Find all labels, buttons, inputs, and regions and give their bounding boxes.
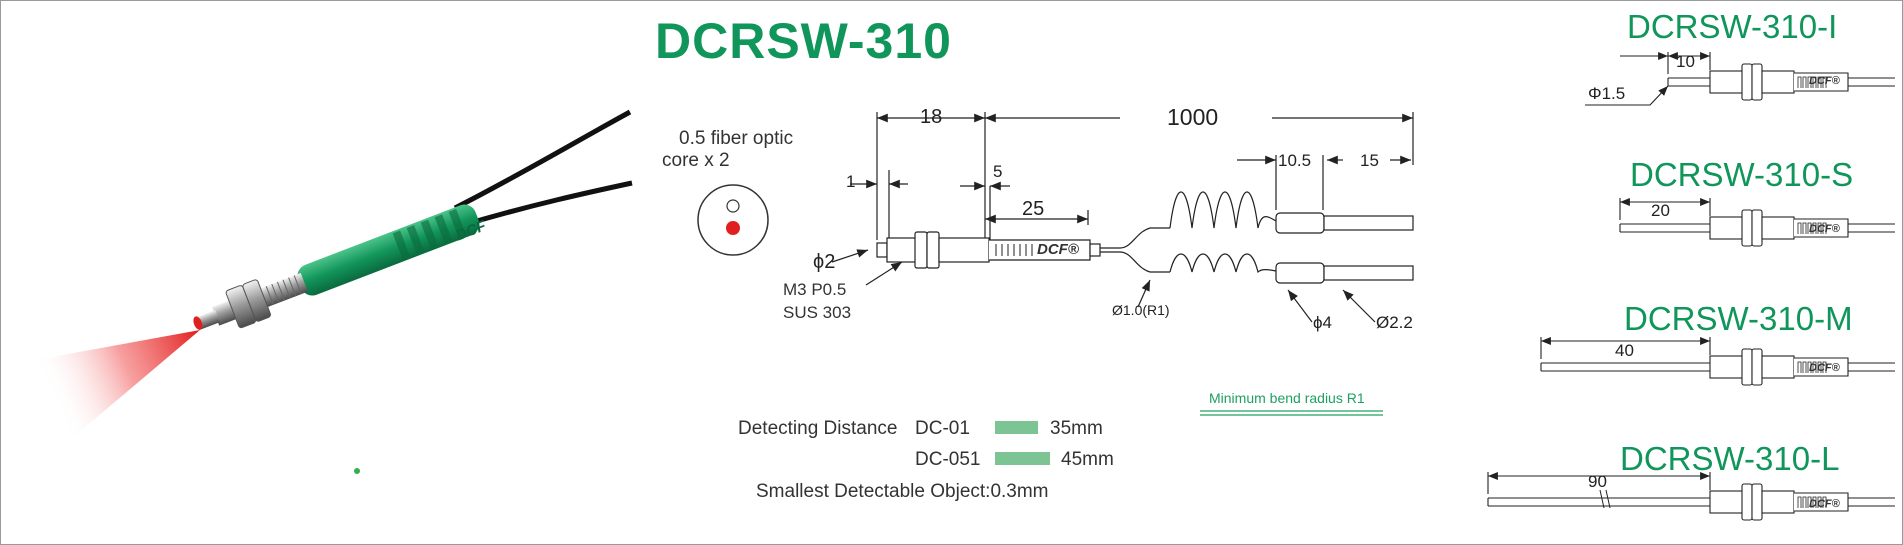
coil-upper (1169, 191, 1277, 229)
variant-rib-s-2 (1807, 222, 1812, 234)
core-label-line1: 0.5 fiber optic (679, 128, 794, 149)
model-title: DCRSW-310 (655, 13, 952, 69)
variant-rib-l-5 (1822, 496, 1827, 508)
variant-rib-s-5 (1822, 222, 1827, 234)
variant-brand-m: DCF® (1809, 362, 1840, 374)
smallest-object-label: Smallest Detectable Object:0.3mm (756, 481, 1049, 502)
spec-value-dc051: 45mm (1061, 449, 1114, 470)
variant-title-m: DCRSW-310-M (1624, 300, 1853, 337)
sensor-light-point (193, 316, 203, 330)
variant-rib-m-3 (1812, 361, 1817, 373)
dim-1: 1 (846, 172, 856, 191)
spec-value-dc01: 35mm (1050, 418, 1103, 439)
variant-dim-s: 20 (1651, 201, 1670, 220)
bend-note-underline (1200, 410, 1383, 416)
variant-leader-i (1585, 85, 1669, 106)
variant-brand-i: DCF® (1809, 75, 1840, 87)
variant-rib-l-1 (1802, 496, 1807, 508)
variant-rib-l-2 (1807, 496, 1812, 508)
variant-brand-l: DCF® (1809, 498, 1840, 510)
sensor-green-sheath (297, 204, 480, 296)
spec-model-dc051: DC-051 (915, 449, 981, 470)
dim-phi1-0: Ø1.0(R1) (1112, 302, 1170, 318)
dim-5: 5 (993, 162, 1003, 181)
variant-rib-i-1 (1802, 76, 1807, 88)
main-drawing (831, 112, 1414, 323)
spec-bar-dc01 (995, 421, 1038, 434)
core-cross-section (697, 184, 769, 256)
variant-rib-i-2 (1807, 76, 1812, 88)
light-beam (35, 330, 200, 440)
material-label: SUS 303 (783, 303, 852, 322)
hex-nut-2 (242, 279, 271, 322)
fiber-cable-2 (459, 180, 633, 229)
core-dot-red (726, 221, 740, 235)
variant-break-l (1599, 489, 1611, 509)
core-dot-white (726, 199, 740, 213)
variant-rib-i-0 (1797, 76, 1802, 88)
variant-rib-i-5 (1822, 76, 1827, 88)
spec-model-dc01: DC-01 (915, 418, 970, 439)
variant-brand-s: DCF® (1809, 223, 1840, 235)
variant-extra-i: Φ1.5 (1588, 84, 1626, 103)
variant-rib-i-3 (1812, 76, 1817, 88)
variant-rib-m-1 (1802, 361, 1807, 373)
coil-lower (1169, 253, 1277, 274)
dim-phi4: ϕ4 (1313, 313, 1332, 332)
variant-rib-i-4 (1817, 76, 1822, 88)
detect-distance-label: Detecting Distance (738, 418, 898, 439)
product-photo (35, 109, 633, 474)
variant-rib-s-1 (1802, 222, 1807, 234)
dim-10-5: 10.5 (1278, 151, 1312, 170)
variant-rib-m-0 (1797, 361, 1802, 373)
spec-bar-dc051 (995, 452, 1050, 465)
variant-title-s: DCRSW-310-S (1630, 156, 1854, 193)
drawing-brand-mark: DCF® (1037, 241, 1079, 258)
variant-rib-s-3 (1812, 222, 1817, 234)
dim-15: 15 (1360, 151, 1379, 170)
variant-rib-l-4 (1817, 496, 1822, 508)
dim-phi2-2: Ø2.2 (1376, 313, 1413, 332)
variant-rib-l-0 (1797, 496, 1802, 508)
variant-rib-m-2 (1807, 361, 1812, 373)
variant-dim-l: 90 (1588, 472, 1607, 491)
dim-phi2: ϕ2 (813, 251, 836, 273)
variant-dim-i: 10 (1676, 52, 1695, 71)
variant-rib-m-5 (1822, 361, 1827, 373)
variant-rib-s-4 (1817, 222, 1822, 234)
variant-rib-l-3 (1812, 496, 1817, 508)
core-label-line2: core x 2 (662, 150, 730, 171)
green-speck (354, 468, 360, 474)
dim-1000: 1000 (1167, 104, 1219, 130)
variant-title-i: DCRSW-310-I (1627, 8, 1838, 45)
dim-25: 25 (1022, 198, 1045, 220)
variant-dim-m: 40 (1615, 341, 1634, 360)
dim-18: 18 (920, 106, 943, 128)
variant-title-l: DCRSW-310-L (1620, 440, 1840, 477)
thread-label: M3 P0.5 (783, 280, 847, 299)
fiber-cable-1 (453, 109, 632, 211)
variant-rib-s-0 (1797, 222, 1802, 234)
bend-radius-note: Minimum bend radius R1 (1209, 390, 1365, 406)
variant-rib-m-4 (1817, 361, 1822, 373)
